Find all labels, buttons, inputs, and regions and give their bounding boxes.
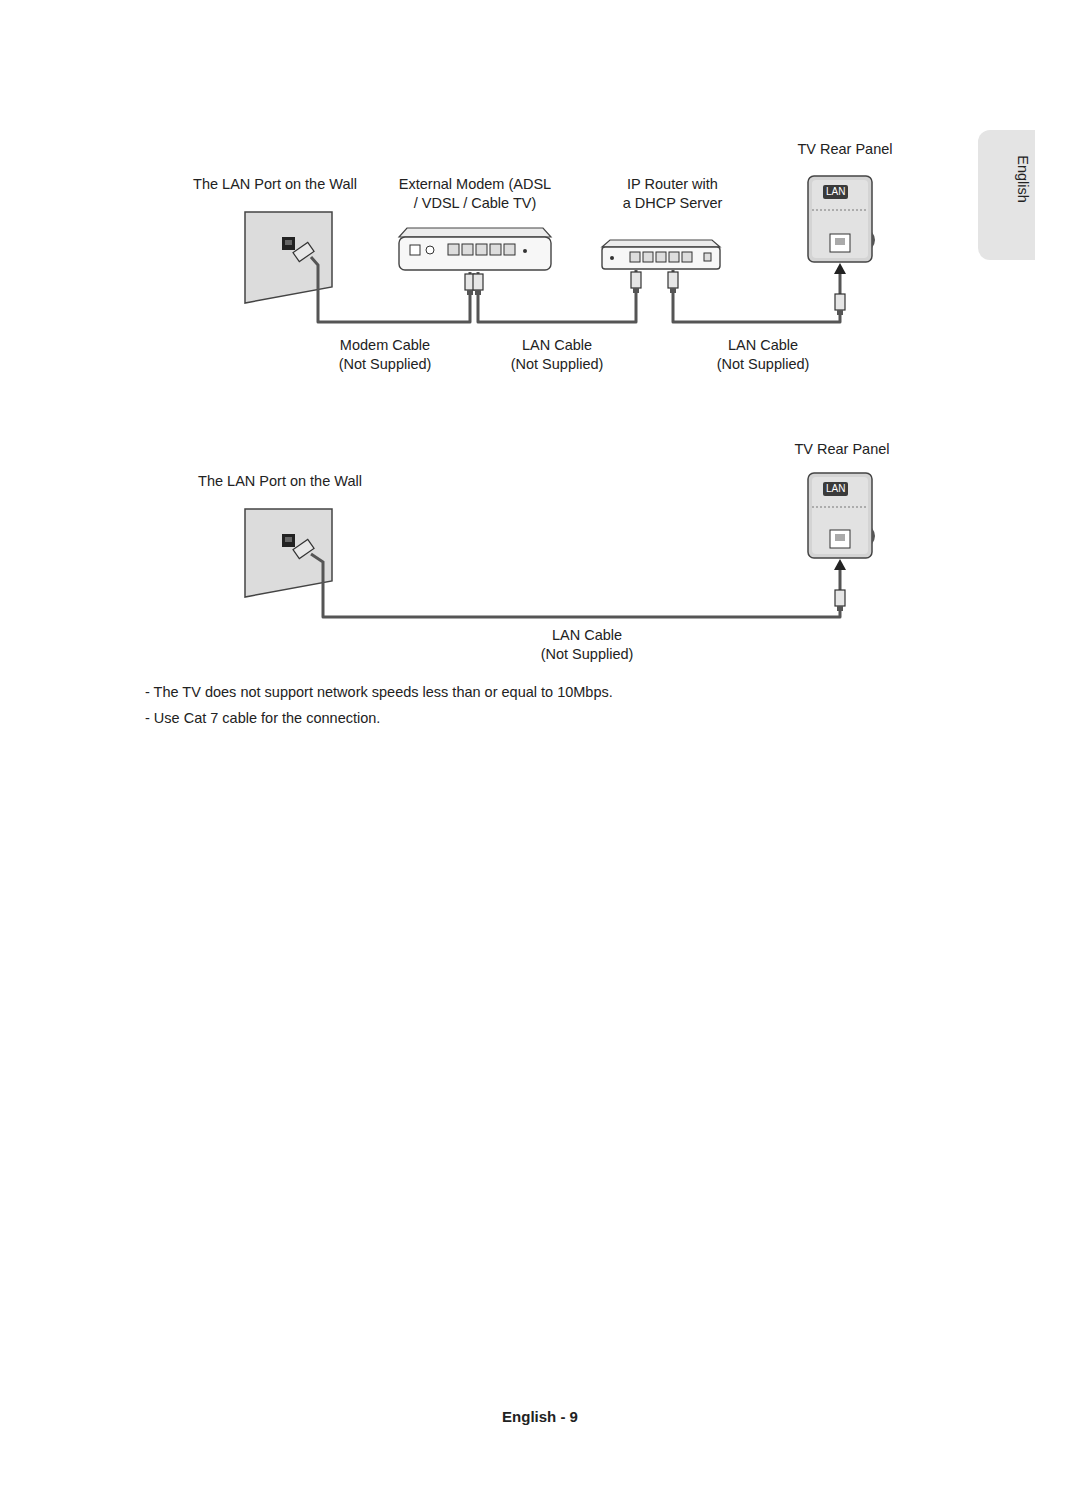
- arrow-head: [834, 263, 846, 274]
- modem-node: External Modem (ADSL / VDSL / Cable TV): [385, 175, 565, 272]
- cable-plug: [835, 294, 845, 310]
- cable-plug: [631, 272, 641, 288]
- node-heading: The LAN Port on the Wall: [185, 175, 365, 194]
- tv-illustration: [795, 140, 895, 262]
- cable-connector: [478, 270, 636, 322]
- cable-connector: [318, 272, 470, 322]
- wall-node: The LAN Port on the Wall: [190, 472, 370, 597]
- cable-label: Modem Cable (Not Supplied): [326, 336, 444, 374]
- node-heading: TV Rear Panel: [795, 140, 895, 159]
- cable-plug: [835, 590, 845, 606]
- plug-boot: [633, 288, 639, 293]
- cable-label: LAN Cable (Not Supplied): [532, 626, 642, 664]
- plug-boot: [467, 290, 473, 295]
- wall-node: The LAN Port on the Wall: [185, 175, 365, 303]
- arrow-head: [834, 559, 846, 570]
- tv-illustration: [792, 440, 892, 558]
- cable-connector: [673, 270, 840, 322]
- plug-boot: [837, 310, 843, 315]
- cable-plug: [668, 272, 678, 288]
- router-node: IP Router with a DHCP Server: [590, 175, 755, 270]
- plug-boot: [475, 290, 481, 295]
- plug-boot: [670, 288, 676, 293]
- cable-connector: [323, 568, 840, 617]
- note-text: - Use Cat 7 cable for the connection.: [145, 709, 380, 728]
- cable-plug: [473, 274, 483, 290]
- tv-node: TV Rear PanelLAN: [795, 140, 895, 262]
- cable-label: LAN Cable (Not Supplied): [708, 336, 818, 374]
- page-number: English - 9: [502, 1407, 578, 1426]
- language-tab: English: [978, 130, 1035, 260]
- node-heading: External Modem (ADSL / VDSL / Cable TV): [385, 175, 565, 213]
- node-heading: IP Router with a DHCP Server: [590, 175, 755, 213]
- plug-boot: [837, 606, 843, 611]
- node-heading: TV Rear Panel: [792, 440, 892, 459]
- port-badge: LAN: [823, 185, 848, 199]
- tv-node: TV Rear PanelLAN: [792, 440, 892, 558]
- port-badge: LAN: [823, 482, 848, 496]
- tab-text: English: [1014, 155, 1030, 203]
- note-text: - The TV does not support network speeds…: [145, 683, 613, 702]
- wall-illustration: [190, 472, 370, 597]
- cable-label: LAN Cable (Not Supplied): [502, 336, 612, 374]
- node-heading: The LAN Port on the Wall: [190, 472, 370, 491]
- wall-illustration: [185, 175, 365, 303]
